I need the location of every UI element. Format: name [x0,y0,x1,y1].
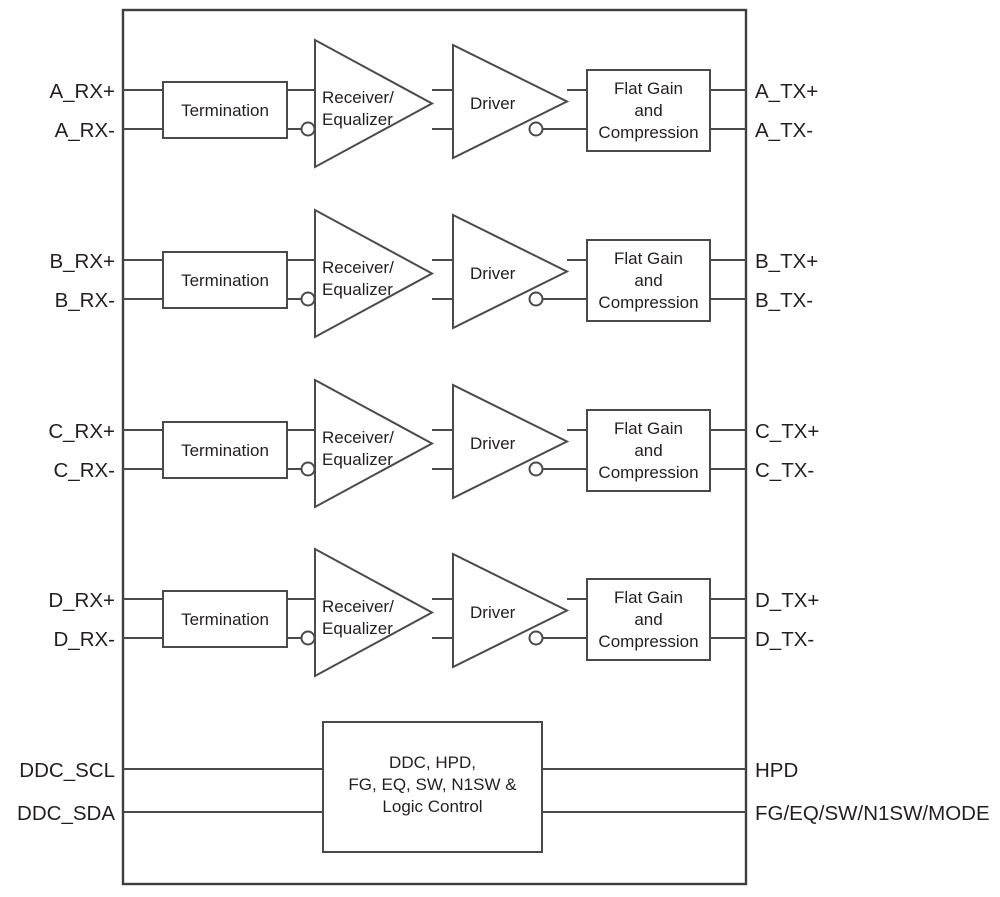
logic-control-label-line3: Logic Control [382,797,482,816]
receiver-equalizer-d [314,547,435,678]
port-label-b-rx-minus: B_RX- [55,289,115,312]
driver-label-b: Driver [470,264,516,283]
channel-b: Termination Receiver/ Equalizer Driver F… [49,208,818,339]
driver-c [452,383,570,500]
inversion-bubble-d-receiver [300,630,316,646]
flat-gain-block-a [586,69,711,152]
flat-gain-label-b-line3: Compression [598,293,698,312]
inversion-bubble-a-driver [528,121,544,137]
inversion-bubble-b-receiver [300,291,316,307]
control-section: DDC, HPD, FG, EQ, SW, N1SW & Logic Contr… [17,721,990,853]
port-label-fg-eq-sw-n1sw-mode: FG/EQ/SW/N1SW/MODE [755,802,990,825]
port-label-b-tx-plus: B_TX+ [755,250,818,273]
port-label-d-tx-plus: D_TX+ [755,589,819,612]
receiver-label-d-line2: Equalizer [322,619,393,638]
termination-block-a [162,81,288,139]
inversion-bubble-b-driver [528,291,544,307]
driver-d [452,552,570,669]
receiver-label-c-line2: Equalizer [322,450,393,469]
flat-gain-label-c-line1: Flat Gain [614,419,683,438]
flat-gain-label-a-line2: and [634,101,662,120]
flat-gain-label-c-line2: and [634,441,662,460]
port-label-c-rx-plus: C_RX+ [48,420,115,443]
flat-gain-label-a-line3: Compression [598,123,698,142]
receiver-equalizer-c [314,378,435,509]
inversion-bubble-d-driver [528,630,544,646]
flat-gain-label-b-line1: Flat Gain [614,249,683,268]
termination-block-b [162,251,288,309]
channel-a: Termination Receiver/ Equalizer Driver F… [49,38,818,169]
port-label-ddc-sda: DDC_SDA [17,802,115,825]
device-boundary [121,8,748,886]
flat-gain-label-d-line2: and [634,610,662,629]
flat-gain-block-c [586,409,711,492]
termination-label-a: Termination [181,101,269,120]
port-label-hpd: HPD [755,759,798,782]
port-label-c-tx-plus: C_TX+ [755,420,819,443]
logic-control-label-line2: FG, EQ, SW, N1SW & [348,775,517,794]
inversion-bubble-c-receiver [300,461,316,477]
port-label-c-tx-minus: C_TX- [755,459,814,482]
flat-gain-label-c-line3: Compression [598,463,698,482]
receiver-equalizer-b [314,208,435,339]
termination-block-c [162,421,288,479]
inversion-bubble-c-driver [528,461,544,477]
driver-label-a: Driver [470,94,516,113]
driver-b [452,213,570,330]
channel-c: Termination Receiver/ Equalizer Driver F… [48,378,819,509]
port-label-b-rx-plus: B_RX+ [49,250,115,273]
flat-gain-block-d [586,578,711,661]
receiver-label-a-line2: Equalizer [322,110,393,129]
port-label-d-tx-minus: D_TX- [755,628,814,651]
termination-label-c: Termination [181,441,269,460]
flat-gain-label-d-line1: Flat Gain [614,588,683,607]
receiver-equalizer-a [314,38,435,169]
logic-control-block [322,721,543,853]
port-label-a-rx-minus: A_RX- [55,119,115,142]
receiver-label-d-line1: Receiver/ [322,597,394,616]
flat-gain-label-b-line2: and [634,271,662,290]
port-label-c-rx-minus: C_RX- [53,459,115,482]
flat-gain-block-b [586,239,711,322]
logic-control-label-line1: DDC, HPD, [389,753,476,772]
termination-block-d [162,590,288,648]
driver-label-d: Driver [470,603,516,622]
flat-gain-label-d-line3: Compression [598,632,698,651]
port-label-ddc-scl: DDC_SCL [19,759,115,782]
port-label-a-tx-plus: A_TX+ [755,80,818,103]
port-label-d-rx-minus: D_RX- [53,628,115,651]
termination-label-b: Termination [181,271,269,290]
inversion-bubble-a-receiver [300,121,316,137]
channel-d: Termination Receiver/ Equalizer Driver F… [48,547,819,678]
port-label-a-rx-plus: A_RX+ [49,80,115,103]
receiver-label-c-line1: Receiver/ [322,428,394,447]
flat-gain-label-a-line1: Flat Gain [614,79,683,98]
receiver-label-a-line1: Receiver/ [322,88,394,107]
port-label-d-rx-plus: D_RX+ [48,589,115,612]
port-label-a-tx-minus: A_TX- [755,119,813,142]
driver-a [452,43,570,160]
port-label-b-tx-minus: B_TX- [755,289,813,312]
driver-label-c: Driver [470,434,516,453]
termination-label-d: Termination [181,610,269,629]
receiver-label-b-line1: Receiver/ [322,258,394,277]
receiver-label-b-line2: Equalizer [322,280,393,299]
